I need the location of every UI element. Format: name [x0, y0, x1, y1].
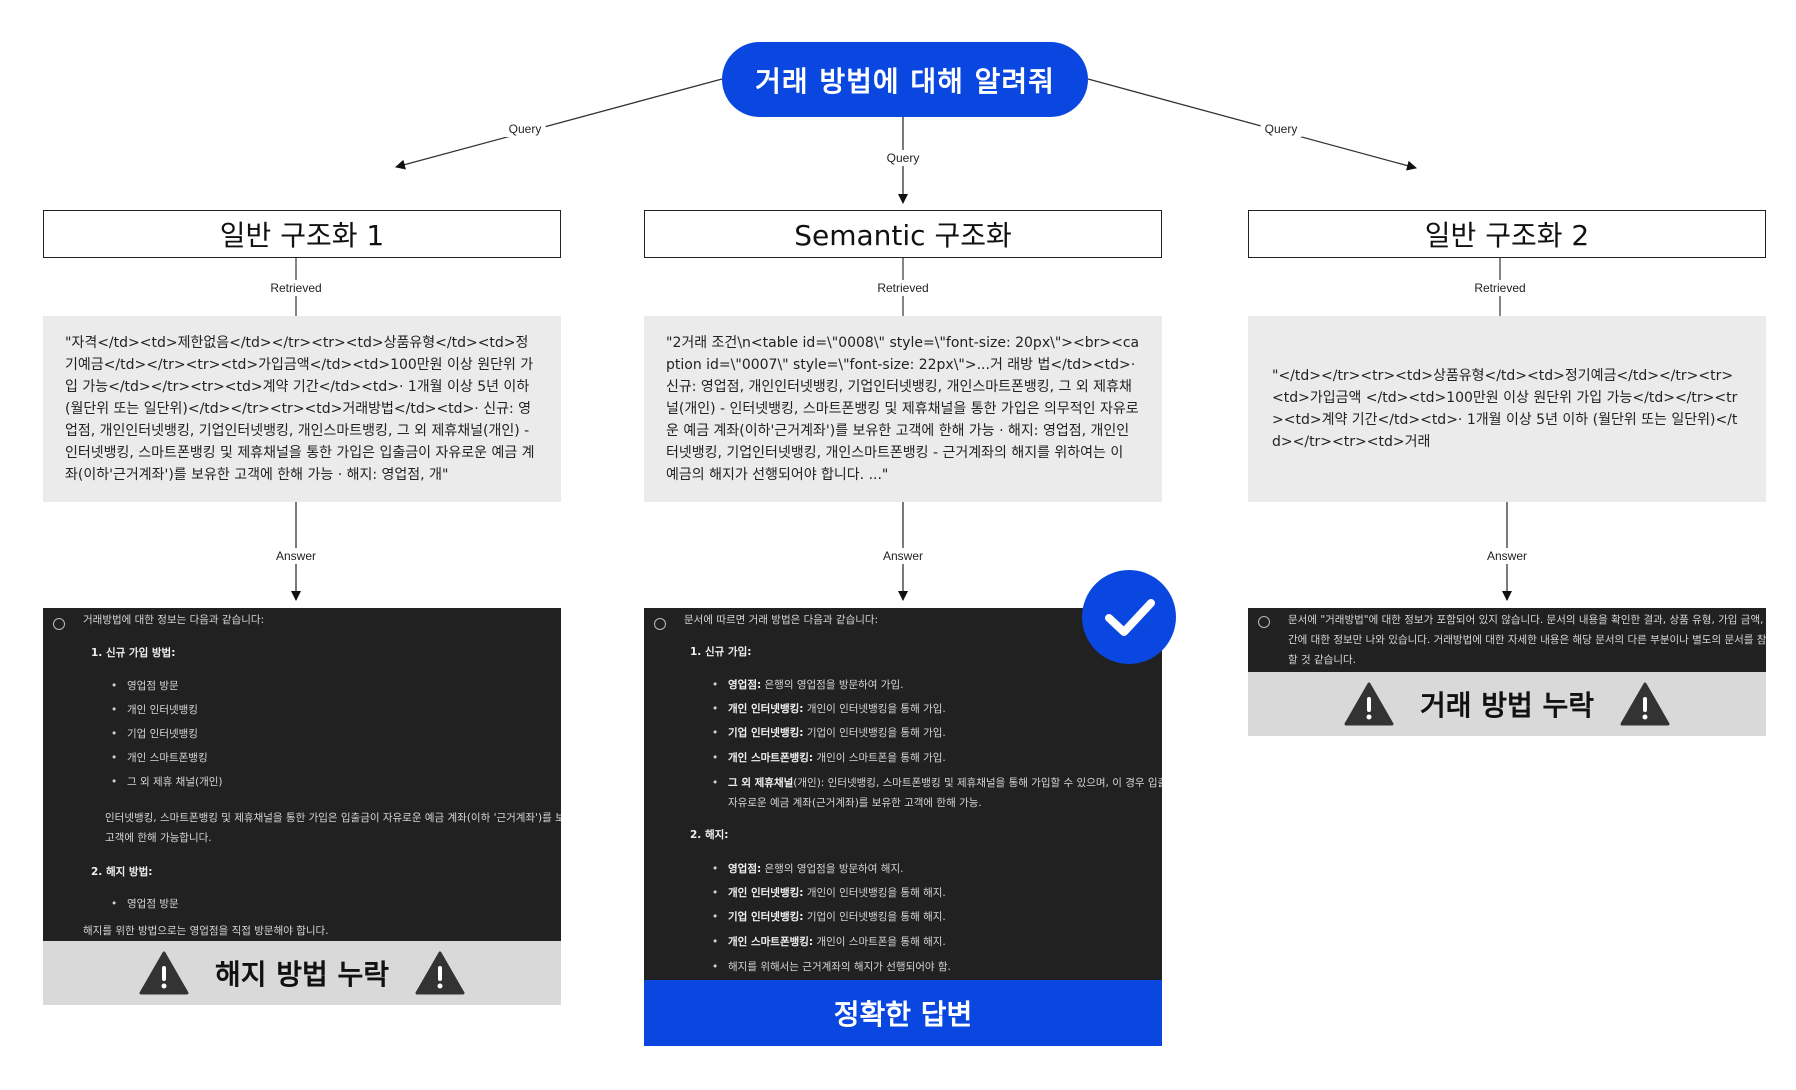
list-item: 개인 스마트폰뱅킹: 개인이 스마트폰을 통해 가입. — [712, 746, 946, 770]
query-edge-right — [1087, 78, 1417, 171]
check-icon — [1105, 599, 1155, 636]
answer-note: 인터넷뱅킹, 스마트폰뱅킹 및 제휴채널을 통한 가입은 입출금이 자유로운 예… — [105, 812, 561, 824]
answer-panel-semantic: 문서에 따르면 거래 방법은 다음과 같습니다: 1. 신규 가입: 영업점: … — [644, 608, 1162, 980]
list-item: 개인 인터넷뱅킹: 개인이 인터넷뱅킹을 통해 해지. — [712, 881, 946, 905]
retrieved-chunk-general-2: "</td></tr><tr><td>상품유형</td><td>정기예금</td… — [1248, 316, 1766, 502]
list-item: 영업점 방문 — [111, 892, 179, 916]
assistant-logo-icon — [654, 618, 666, 630]
answer-line: 간에 대한 정보만 나와 있습니다. 거래방법에 대한 자세한 내용은 해당 문… — [1288, 634, 1766, 646]
list-item: 기업 인터넷뱅킹: 기업이 인터넷뱅킹을 통해 가입. — [712, 721, 946, 745]
answer-heading: 2. 해지: — [690, 829, 729, 841]
warning-triangle-icon — [139, 951, 189, 995]
answer-panel-general-1: 거래방법에 대한 정보는 다음과 같습니다: 1. 신규 가입 방법: 영업점 … — [43, 608, 561, 941]
list-item: 영업점 방문 — [111, 674, 179, 698]
list-item: 기업 인터넷뱅킹 — [111, 722, 198, 746]
query-edge-left — [395, 78, 723, 170]
verdict-bar-semantic: 정확한 답변 — [644, 980, 1162, 1046]
list-item: 기업 인터넷뱅킹: 기업이 인터넷뱅킹을 통해 해지. — [712, 905, 946, 929]
list-item: 개인 스마트폰뱅킹 — [111, 746, 208, 770]
assistant-logo-icon — [53, 618, 65, 630]
answer-intro: 문서에 따르면 거래 방법은 다음과 같습니다: — [684, 614, 879, 626]
list-item: 영업점: 은행의 영업점을 방문하여 해지. — [712, 857, 904, 881]
list-item: 개인 스마트폰뱅킹: 개인이 스마트폰을 통해 해지. — [712, 930, 946, 954]
list-item: 그 외 제휴 채널(개인) — [111, 770, 222, 794]
query-node: 거래 방법에 대해 알려줘 — [722, 42, 1088, 117]
answer-heading: 1. 신규 가입: — [690, 646, 752, 658]
assistant-logo-icon — [1258, 616, 1270, 628]
query-label-right: Query — [1260, 121, 1302, 137]
method-title-semantic: Semantic 구조화 — [644, 210, 1162, 258]
retrieved-chunk-general-1: "자격</td><td>제한없음</td></tr><tr><td>상품유형</… — [43, 316, 561, 502]
list-item: 해지를 위해서는 근거계좌의 해지가 선행되어야 함. — [712, 955, 951, 979]
answer-panel-general-2: 문서에 "거래방법"에 대한 정보가 포함되어 있지 않습니다. 문서의 내용을… — [1248, 608, 1766, 672]
check-badge — [1082, 570, 1176, 664]
retrieved-text: "자격</td><td>제한없음</td></tr><tr><td>상품유형</… — [65, 335, 535, 483]
verdict-text: 거래 방법 누락 — [1419, 689, 1595, 722]
answer-note: 고객에 한해 가능합니다. — [105, 832, 212, 844]
answer-label-center: Answer — [878, 548, 928, 564]
verdict-text: 해지 방법 누락 — [214, 958, 390, 991]
answer-label-left: Answer — [271, 548, 321, 564]
list-item: 그 외 제휴채널(개인): 인터넷뱅킹, 스마트폰뱅킹 및 제휴채널을 통해 가… — [712, 771, 1162, 795]
retrieved-text: "2거래 조건\n<table id=\"0008\" style=\"font… — [666, 335, 1140, 483]
retrieved-text: "</td></tr><tr><td>상품유형</td><td>정기예금</td… — [1272, 368, 1738, 450]
warning-triangle-icon — [415, 951, 465, 995]
query-label-left: Query — [504, 121, 546, 137]
answer-line: 할 것 같습니다. — [1288, 654, 1356, 666]
verdict-bar-general-1: 해지 방법 누락 — [43, 941, 561, 1005]
answer-line: 문서에 "거래방법"에 대한 정보가 포함되어 있지 않습니다. 문서의 내용을… — [1288, 614, 1766, 626]
list-item: 개인 인터넷뱅킹: 개인이 인터넷뱅킹을 통해 가입. — [712, 697, 946, 721]
answer-label-right: Answer — [1482, 548, 1532, 564]
list-item: 개인 인터넷뱅킹 — [111, 698, 198, 722]
retrieved-chunk-semantic: "2거래 조건\n<table id=\"0008\" style=\"font… — [644, 316, 1162, 502]
query-label-center: Query — [882, 150, 924, 166]
answer-outro: 해지를 위한 방법으로는 영업점을 직접 방문해야 합니다. — [83, 925, 329, 937]
retrieved-label-left: Retrieved — [266, 280, 326, 296]
method-title-general-1: 일반 구조화 1 — [43, 210, 561, 258]
warning-triangle-icon — [1620, 682, 1670, 726]
retrieved-label-right: Retrieved — [1470, 280, 1530, 296]
list-item: 영업점: 은행의 영업점을 방문하여 가입. — [712, 673, 904, 697]
answer-intro: 거래방법에 대한 정보는 다음과 같습니다: — [83, 614, 265, 626]
retrieved-label-center: Retrieved — [873, 280, 933, 296]
answer-heading: 2. 해지 방법: — [91, 866, 153, 878]
warning-triangle-icon — [1344, 682, 1394, 726]
method-title-general-2: 일반 구조화 2 — [1248, 210, 1766, 258]
verdict-bar-general-2: 거래 방법 누락 — [1248, 672, 1766, 736]
answer-continuation: 자유로운 예금 계좌(근거계좌)를 보유한 고객에 한해 가능. — [728, 797, 982, 809]
answer-heading: 1. 신규 가입 방법: — [91, 647, 176, 659]
